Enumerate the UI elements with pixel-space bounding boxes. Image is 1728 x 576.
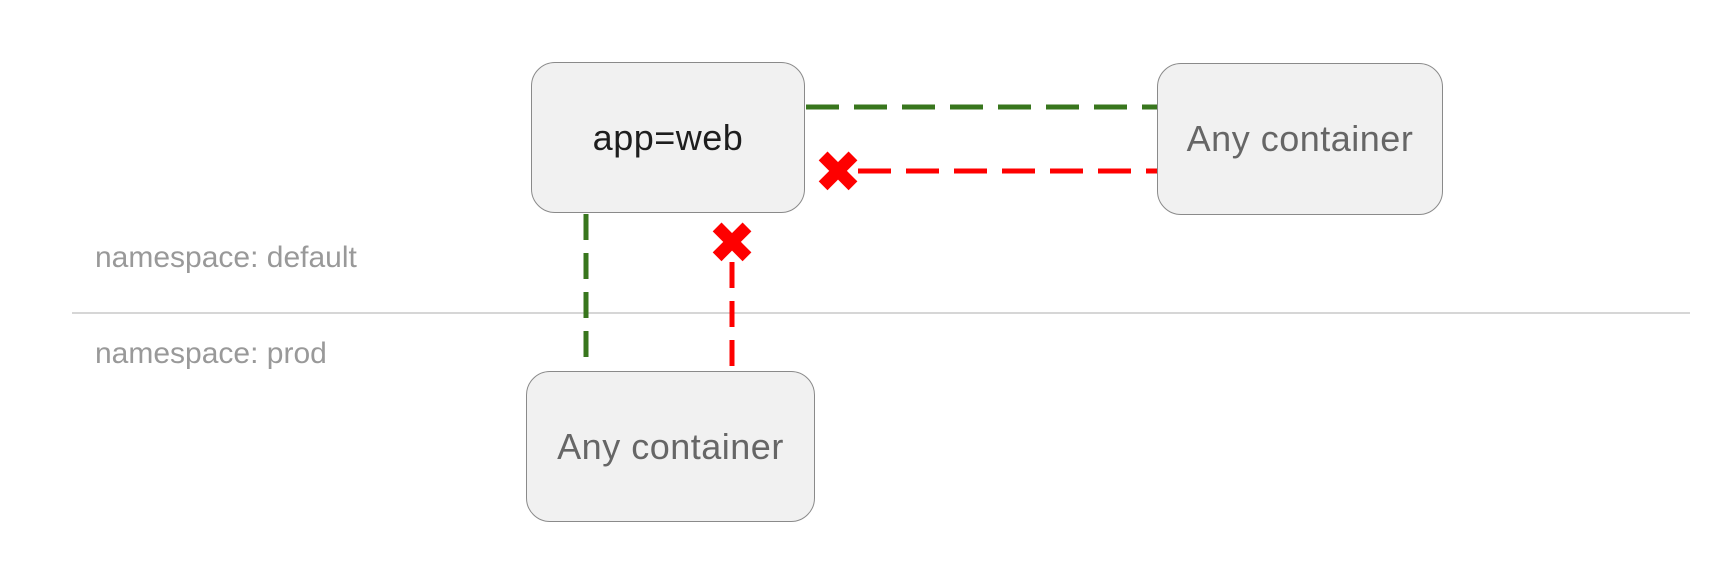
node-any-container-prod-label: Any container — [557, 425, 784, 467]
namespace-divider-line — [72, 312, 1690, 314]
node-any-container-default-label: Any container — [1186, 118, 1414, 159]
node-any-container-default: Any container — [1157, 63, 1443, 215]
node-any-container-prod: Any container — [526, 371, 815, 522]
blocked-x-icon: ✖ — [708, 209, 757, 277]
blocked-x-icon: ✖ — [814, 138, 863, 206]
node-app-web: app=web — [531, 62, 805, 213]
node-app-web-label: app=web — [592, 116, 744, 158]
namespace-prod-label: namespace: prod — [95, 337, 327, 370]
namespace-default-label: namespace: default — [95, 241, 357, 274]
